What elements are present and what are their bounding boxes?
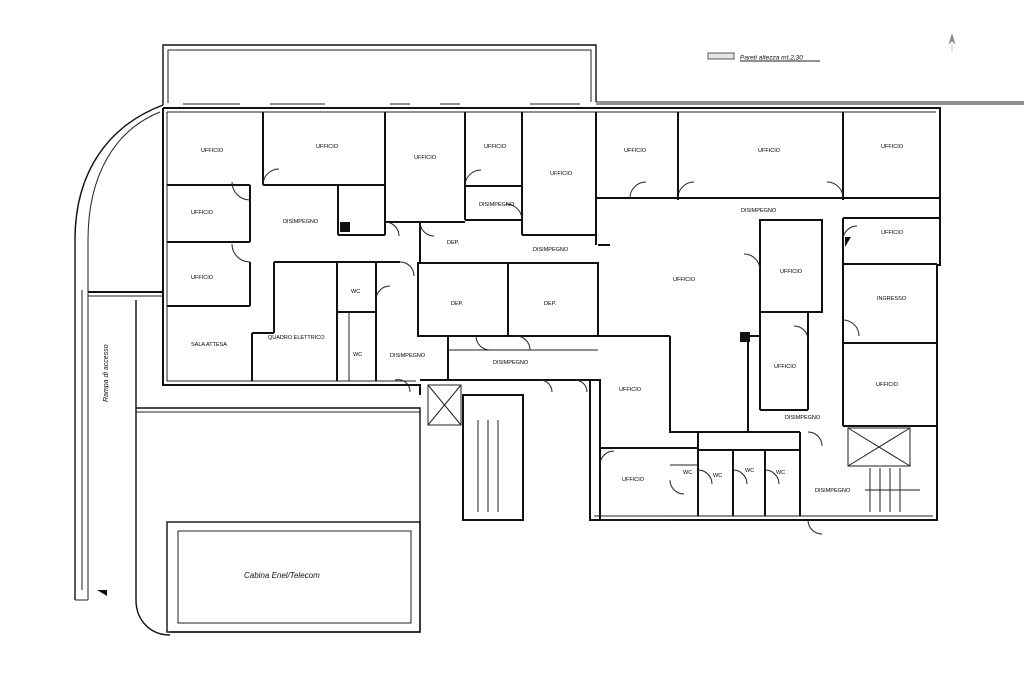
room-label: UFFICIO — [550, 171, 573, 177]
room-label: INGRESSO — [877, 296, 907, 302]
staircase-left — [477, 420, 499, 512]
building-walls — [162, 107, 941, 521]
room-label: DISIMPEGNO — [785, 415, 821, 421]
room-label: UFFICIO — [201, 148, 224, 154]
room-labels: UFFICIO UFFICIO UFFICIO UFFICIO UFFICIO … — [191, 144, 907, 494]
cabina-enel-telecom: Cabina Enel/Telecom — [166, 521, 421, 633]
site-outline — [74, 44, 1024, 636]
room-label: UFFICIO — [619, 387, 642, 393]
legend-text: Pareti altezza mt.2,30 — [740, 55, 803, 62]
room-label: UFFICIO — [484, 144, 507, 150]
room-label: DISIMPEGNO — [533, 247, 569, 253]
room-label: WC — [683, 470, 692, 476]
room-label: DEP. — [451, 301, 464, 307]
ramp-label: Rampa di accesso — [103, 344, 110, 402]
room-label: WC — [713, 473, 722, 479]
legend: Pareti altezza mt.2,30 — [707, 52, 820, 62]
room-label: DISIMPEGNO — [283, 219, 319, 225]
room-label: DEP. — [447, 240, 460, 246]
legend-swatch — [707, 52, 735, 60]
room-label: UFFICIO — [624, 148, 647, 154]
staircase-right — [865, 468, 920, 512]
room-label: UFFICIO — [673, 277, 696, 283]
room-label: WC — [776, 470, 785, 476]
room-label: DEP. — [544, 301, 557, 307]
room-label: UFFICIO — [774, 364, 797, 370]
room-label: SALA ATTESA — [191, 342, 227, 348]
room-label: UFFICIO — [191, 275, 214, 281]
room-label: UFFICIO — [780, 269, 803, 275]
window-markers — [183, 103, 920, 521]
room-label: UFFICIO — [758, 148, 781, 154]
cabina-label: Cabina Enel/Telecom — [244, 571, 320, 580]
room-label: UFFICIO — [881, 144, 904, 150]
shafts — [340, 222, 851, 342]
room-label: QUADRO ELETTRICO — [268, 335, 325, 341]
room-label: UFFICIO — [316, 144, 339, 150]
room-label: WC — [353, 352, 362, 358]
room-label: DISIMPEGNO — [493, 360, 529, 366]
room-label: UFFICIO — [622, 477, 645, 483]
room-label: DISIMPEGNO — [815, 488, 851, 494]
room-label: UFFICIO — [191, 210, 214, 216]
room-label: UFFICIO — [876, 382, 899, 388]
room-label: UFFICIO — [881, 230, 904, 236]
north-arrow-icon — [948, 33, 956, 52]
room-label: DISIMPEGNO — [741, 208, 777, 214]
room-label: DISIMPEGNO — [390, 353, 426, 359]
room-label: WC — [745, 468, 754, 474]
room-label: UFFICIO — [414, 155, 437, 161]
door-swings — [231, 168, 860, 535]
partitions — [167, 112, 940, 516]
room-label: DISIMPEGNO — [479, 202, 515, 208]
room-label: WC — [351, 289, 360, 295]
